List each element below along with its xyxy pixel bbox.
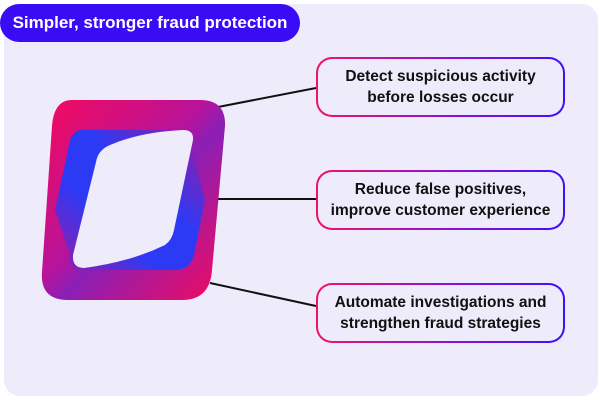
feature-box-automate: Automate investigations and strengthen fr… (316, 283, 565, 343)
feature-box-detect: Detect suspicious activity before losses … (316, 57, 565, 117)
feature-line: Automate investigations and (334, 294, 547, 311)
feature-line: strengthen fraud strategies (340, 315, 541, 332)
feature-line: Reduce false positives, (354, 181, 527, 198)
title-text: Simpler, stronger fraud protection (12, 13, 288, 32)
title-pill: Simpler, stronger fraud protection (0, 4, 300, 42)
feature-line: Detect suspicious activity (345, 68, 536, 85)
logo-inner-hole (72, 130, 194, 268)
connector-line-1 (217, 87, 317, 108)
feature-line: improve customer experience (330, 202, 551, 219)
feature-box-reduce: Reduce false positives, improve customer … (316, 170, 565, 230)
connector-line-3 (209, 282, 317, 307)
feature-line: before losses occur (367, 89, 514, 106)
